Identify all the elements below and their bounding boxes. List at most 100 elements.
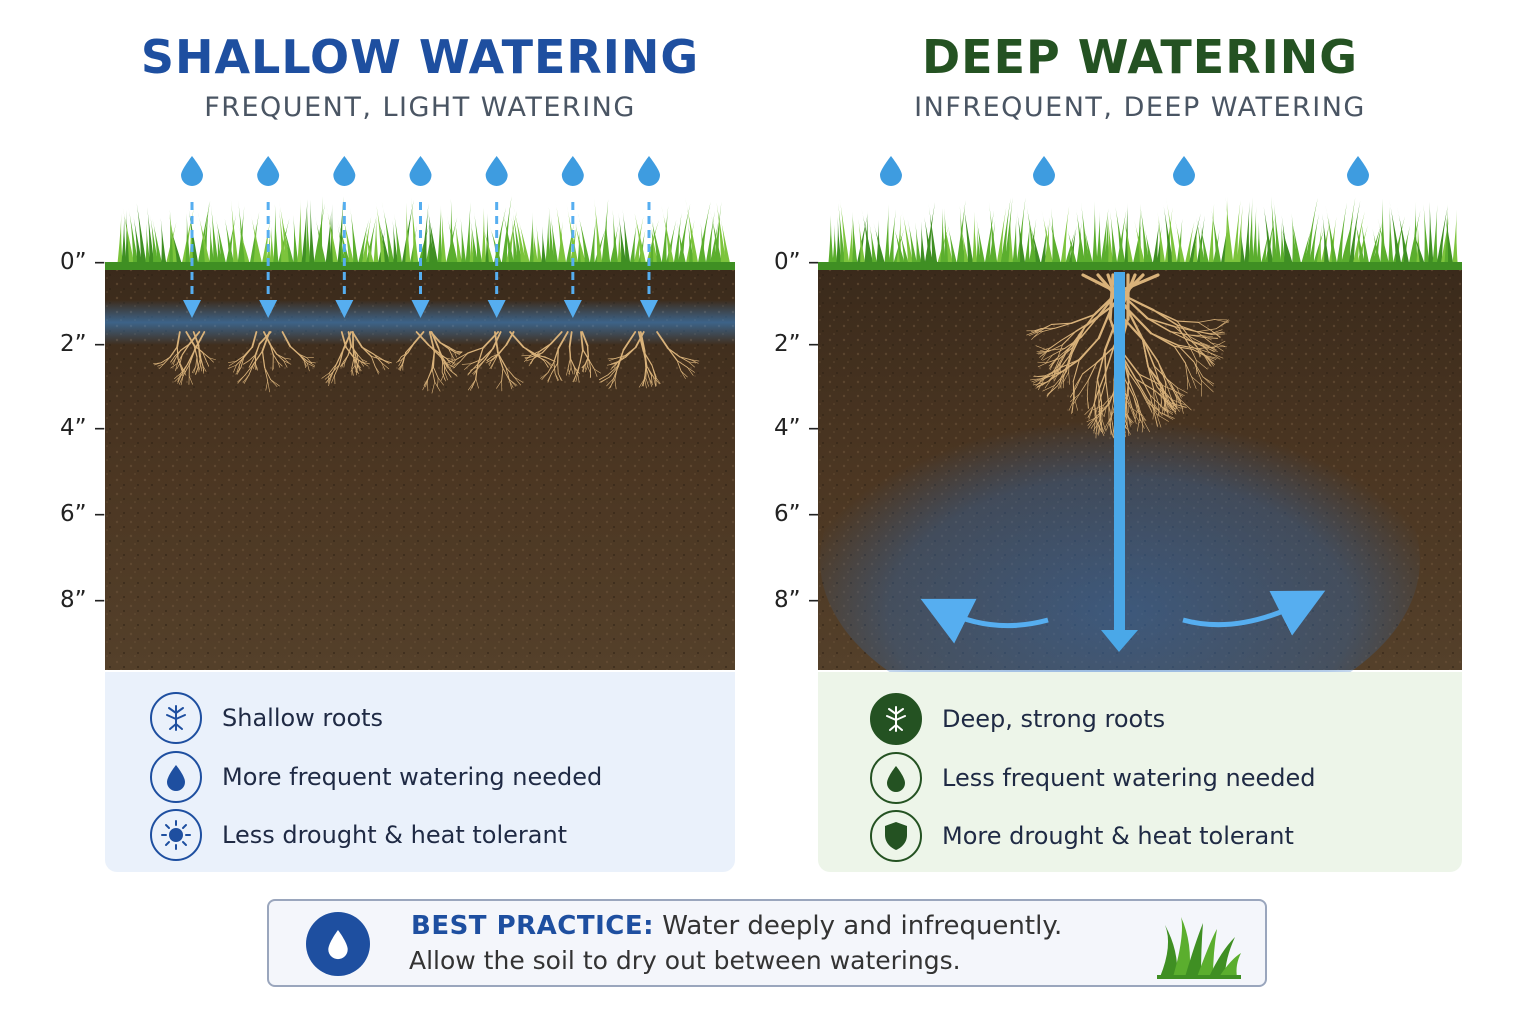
grass-blade — [250, 213, 263, 268]
grass-blade — [536, 224, 543, 268]
root-branch — [1037, 351, 1050, 355]
root-branch — [1187, 339, 1204, 347]
water-flow-arrowhead — [563, 300, 582, 318]
root-branch — [1211, 353, 1224, 359]
root-branch — [505, 366, 510, 380]
grass-blade — [1322, 213, 1330, 268]
deep-fact-1: Deep, strong roots — [870, 693, 1165, 745]
grass-blade — [314, 215, 327, 268]
root-branch — [1211, 353, 1221, 360]
root-branch — [1070, 313, 1096, 325]
root-branch — [1161, 406, 1173, 413]
root-branch — [533, 350, 541, 359]
root-branch — [587, 356, 589, 367]
root-branch — [1106, 417, 1112, 431]
root-branch — [688, 361, 695, 368]
grass-blade — [605, 215, 611, 268]
root-branch — [427, 344, 441, 355]
sun-icon — [150, 809, 202, 861]
root-branch — [1046, 371, 1063, 383]
root-branch — [1058, 350, 1067, 365]
root-branch — [1079, 379, 1089, 395]
grass-blade — [1029, 223, 1042, 268]
root-branch — [501, 367, 504, 381]
grass-blade — [892, 228, 905, 268]
root-branch — [617, 355, 627, 362]
root-branch — [1159, 411, 1174, 420]
root-branch — [324, 373, 332, 380]
grass-blade — [1157, 211, 1166, 268]
root-branch — [1202, 376, 1214, 387]
root-branch — [496, 380, 502, 389]
root-branch — [277, 361, 281, 368]
grass-blade — [1280, 222, 1286, 268]
root-branch — [265, 380, 268, 391]
root-branch — [502, 367, 510, 380]
root-branch — [1173, 345, 1186, 364]
root-branch — [637, 331, 645, 353]
root-branch — [307, 361, 316, 364]
grass-blade — [915, 222, 922, 268]
grass-blade — [185, 213, 191, 268]
shallow-info-panel: Shallow roots More frequent watering nee… — [105, 672, 735, 872]
grass-blade — [622, 208, 631, 268]
root-branch — [653, 376, 660, 385]
root-branch — [188, 375, 193, 385]
grass-blade — [676, 222, 687, 268]
grass-blade — [427, 210, 439, 268]
grass-blade — [1107, 212, 1114, 268]
grass-blade — [1300, 228, 1312, 268]
water-flow-arrowhead — [335, 300, 354, 318]
root-branch — [185, 331, 195, 346]
water-drop-icon — [150, 751, 202, 803]
grass-blade — [924, 202, 936, 268]
grass-blade — [1051, 207, 1058, 268]
root-branch — [359, 360, 365, 367]
shallow-fact-1-text: Shallow roots — [222, 704, 384, 732]
root-branch — [1188, 334, 1206, 338]
root-branch — [610, 360, 619, 365]
grass-blade — [373, 216, 379, 268]
root-branch — [584, 365, 588, 373]
root-branch — [373, 353, 385, 361]
root-branch — [615, 355, 627, 359]
root-branch — [1098, 420, 1105, 434]
root-branch — [1056, 371, 1067, 387]
root-branch — [523, 355, 531, 362]
root-branch — [448, 348, 453, 356]
water-drop — [880, 156, 902, 186]
root-branch — [1128, 379, 1138, 402]
grass-blade — [209, 222, 215, 268]
root-branch — [1052, 347, 1066, 356]
root-branch — [1096, 349, 1106, 380]
root-branch — [572, 373, 577, 383]
grass-blade — [962, 200, 974, 268]
root-branch — [553, 347, 559, 363]
grass-blade — [972, 211, 978, 268]
root-branch — [1135, 378, 1157, 392]
root-branch — [437, 353, 445, 362]
root-branch — [1202, 345, 1213, 355]
grass-blade — [428, 209, 435, 268]
root-branch — [298, 353, 308, 359]
root-branch — [687, 367, 694, 376]
root-branch — [1211, 331, 1225, 335]
grass-blade — [976, 227, 982, 268]
root-branch — [1101, 418, 1107, 432]
shallow-subtitle: FREQUENT, LIGHT WATERING — [204, 92, 636, 123]
grass-blade — [122, 207, 135, 268]
grass-blade — [976, 219, 986, 268]
water-drop-icon — [870, 752, 922, 804]
grass-blade — [1436, 206, 1448, 268]
grass-blade — [996, 207, 1007, 268]
root-branch — [648, 377, 654, 386]
grass-blade — [661, 205, 669, 268]
grass-blade — [1134, 220, 1146, 268]
grass-blade — [907, 219, 918, 268]
root-branch — [251, 354, 257, 363]
grass-blade — [1024, 220, 1031, 268]
grass-blade — [481, 207, 487, 268]
deep-fact-2-text: Less frequent watering needed — [942, 764, 1316, 792]
root-branch — [1132, 410, 1137, 424]
grass-blade — [210, 204, 219, 268]
